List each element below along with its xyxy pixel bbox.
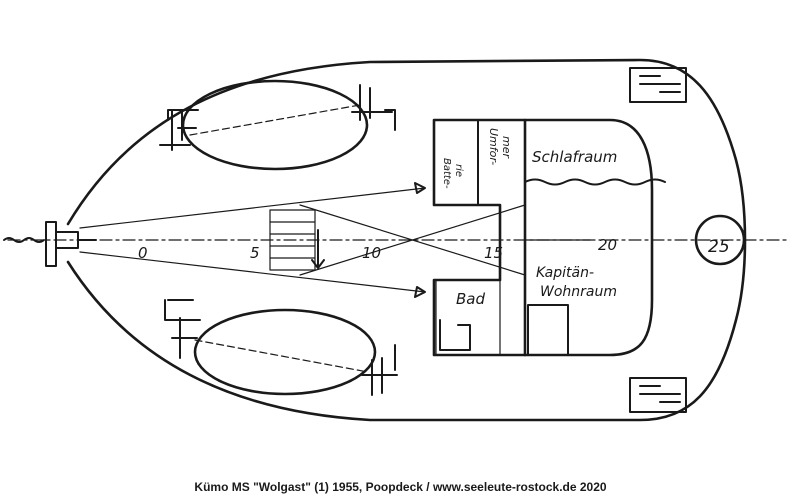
shaft-wave <box>3 237 45 243</box>
label-bad: Bad <box>456 290 485 308</box>
lifeboat-upper <box>181 79 369 171</box>
label-batterie-2: rie <box>453 164 464 177</box>
label-umformer-2: mer <box>500 136 513 159</box>
bad-room <box>435 279 501 356</box>
davit-line-upper <box>189 104 361 136</box>
label-umformer-1: Umfor- <box>487 128 500 165</box>
davit-line-lower <box>194 339 369 373</box>
frame-mark-15: 15 <box>484 244 503 262</box>
cabinet-kapitaen <box>527 304 569 356</box>
arrow-head-upper <box>414 182 426 194</box>
frame-mark-25: 25 <box>708 237 730 257</box>
stair-icon <box>269 209 325 271</box>
cross-line-2 <box>299 204 526 276</box>
frame-mark-0: 0 <box>138 244 148 262</box>
bollard-upper-icon <box>629 67 687 103</box>
frame-mark-5: 5 <box>250 244 260 262</box>
davit-lower-fwd-icon <box>361 344 398 396</box>
arrow-line-lower <box>79 251 426 293</box>
arrow-head-lower <box>414 286 426 298</box>
mast-circle <box>694 214 746 266</box>
label-batterie-1: Batte- <box>441 158 452 189</box>
davit-upper-aft-icon <box>159 109 199 151</box>
bollard-lower-icon <box>629 377 687 413</box>
deckhouse-outline <box>432 118 654 357</box>
label-kapitaen-1: Kapitän- <box>536 265 594 281</box>
lifeboat-lower <box>193 308 377 396</box>
arrow-line-upper <box>79 187 426 229</box>
davit-lower-aft-icon <box>164 299 201 359</box>
bath-fixture-icon <box>439 319 471 351</box>
wall-schlafraum <box>524 178 666 186</box>
frame-mark-20: 20 <box>598 236 617 254</box>
rudder-fitting-icon <box>45 221 97 267</box>
davit-upper-fwd-icon <box>351 84 396 131</box>
label-kapitaen-2: Wohnraum <box>540 284 617 300</box>
frame-mark-10: 10 <box>362 244 381 262</box>
deck-plan-drawing: 0 5 10 15 20 25 Schlafraum Kapitän- Wohn… <box>3 58 791 422</box>
image-caption: Kümo MS "Wolgast" (1) 1955, Poopdeck / w… <box>194 480 607 494</box>
label-schlafraum: Schlafraum <box>532 148 617 166</box>
